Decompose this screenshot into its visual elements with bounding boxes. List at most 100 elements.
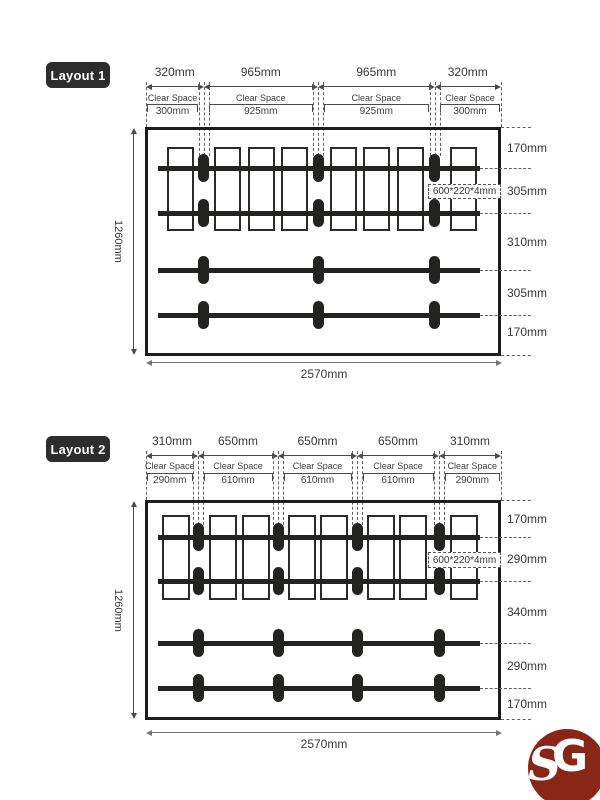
mounting-foot	[351, 523, 363, 551]
extension-dash-line	[357, 451, 358, 525]
bottom-dimension-label: 2570mm	[300, 367, 348, 381]
rail-leader-dash	[480, 643, 531, 644]
right-dimension-label: 310mm	[507, 234, 548, 249]
clear-space-bracket	[147, 473, 193, 481]
mounting-foot	[351, 674, 363, 702]
rail-leader-dash	[480, 168, 531, 169]
top-dimension-arrow-line	[444, 455, 496, 456]
right-dimension-label: 290mm	[507, 552, 548, 566]
top-dimension-label: 650mm	[377, 434, 418, 448]
solar-panel	[242, 515, 270, 600]
left-dimension-arrow-line	[133, 506, 134, 714]
mounting-rail	[158, 535, 480, 540]
top-dimension-arrow-line	[323, 86, 430, 87]
right-dimension-label: 305mm	[507, 285, 548, 300]
mounting-foot	[272, 674, 284, 702]
mounting-rail	[158, 686, 480, 691]
clear-space-value: 290mm	[153, 475, 187, 486]
extension-dash-line	[283, 451, 284, 525]
solar-panel	[330, 147, 357, 231]
clear-space-value: 925mm	[244, 106, 278, 117]
mounting-foot	[192, 567, 204, 595]
mounting-foot	[192, 523, 204, 551]
top-dimension-arrow-arrowhead-left	[318, 83, 324, 90]
solar-panel	[396, 147, 424, 231]
extension-dash-line	[203, 451, 204, 525]
solar-panel	[281, 147, 308, 231]
clear-space-label: Clear Space	[147, 93, 198, 103]
mounting-foot	[433, 674, 445, 702]
top-dimension-arrow-arrowhead-left	[146, 452, 152, 459]
solar-panel	[209, 515, 237, 600]
mounting-rail	[158, 579, 480, 584]
mounting-foot	[312, 199, 324, 227]
extension-dash-line	[318, 82, 319, 156]
solar-panel	[214, 147, 241, 231]
left-dimension-label: 1260mm	[112, 219, 124, 263]
top-dimension-arrow-line	[362, 455, 434, 456]
mounting-foot	[192, 674, 204, 702]
clear-space-value: 610mm	[381, 475, 415, 486]
left-dimension-arrow-arrowhead-up	[130, 128, 137, 134]
solar-panel	[320, 515, 348, 600]
mounting-foot	[433, 567, 445, 595]
mounting-foot	[312, 154, 324, 182]
extension-dash-line	[198, 451, 199, 525]
top-dimension-arrow-arrowhead-right	[495, 83, 501, 90]
top-dimension-arrow-line	[203, 455, 273, 456]
mounting-foot	[198, 154, 209, 182]
clear-space-value: 290mm	[455, 475, 489, 486]
solar-panel	[288, 515, 316, 600]
extension-dash-line	[193, 451, 194, 525]
top-dimension-arrow-line	[151, 86, 199, 87]
top-dimension-arrow-arrowhead-right	[428, 83, 435, 90]
top-dimension-label: 965mm	[240, 65, 281, 79]
rail-leader-dash	[480, 537, 531, 538]
mounting-foot	[192, 629, 204, 657]
top-dimension-label: 310mm	[151, 434, 192, 448]
solar-panel	[162, 515, 190, 600]
mounting-foot	[429, 154, 440, 182]
mounting-foot	[433, 629, 445, 657]
top-dimension-arrow-arrowhead-left	[146, 83, 152, 90]
edge-leader-dash	[501, 500, 531, 501]
clear-space-label: Clear Space	[351, 93, 402, 103]
rail-leader-dash	[480, 581, 531, 582]
top-dimension-arrow-arrowhead-left	[198, 452, 204, 459]
clear-space-label: Clear Space	[292, 461, 343, 471]
edge-leader-dash	[501, 719, 531, 720]
top-dimension-arrow-arrowhead-right	[312, 83, 318, 90]
roof-outline	[145, 500, 501, 720]
bottom-dimension-arrow-arrowhead-right	[496, 359, 502, 366]
top-dimension-arrow-line	[283, 455, 352, 456]
mounting-foot	[429, 301, 440, 329]
mounting-foot	[429, 199, 440, 227]
bottom-dimension-arrow-arrowhead-left	[146, 359, 152, 366]
right-dimension-label: 170mm	[507, 696, 548, 711]
top-dimension-label: 310mm	[449, 434, 490, 448]
edge-leader-dash	[501, 355, 531, 356]
top-dimension-arrow-arrowhead-left	[203, 83, 210, 90]
left-dimension-arrow-line	[133, 133, 134, 350]
bottom-dimension-arrow-line	[151, 732, 497, 733]
clear-space-value: 300mm	[453, 106, 487, 117]
mounting-foot	[272, 629, 284, 657]
mounting-foot	[198, 199, 209, 227]
top-dimension-label: 650mm	[217, 434, 258, 448]
foot-plate-size-label: 600*220*4mm	[428, 184, 501, 199]
clear-space-bracket	[147, 104, 198, 112]
edge-leader-dash	[501, 127, 531, 128]
roof-outline	[145, 127, 501, 356]
rail-leader-dash	[480, 213, 531, 214]
layout-badge: Layout 1	[46, 62, 110, 88]
extension-dash-line	[198, 82, 200, 156]
clear-space-bracket	[440, 104, 500, 112]
extension-dash-line	[429, 82, 431, 156]
mounting-foot	[198, 301, 209, 329]
extension-dash-line	[146, 82, 147, 127]
top-dimension-arrow-arrowhead-right	[197, 83, 204, 90]
extension-dash-line	[434, 451, 435, 525]
clear-space-value: 925mm	[359, 106, 393, 117]
left-dimension-arrow-arrowhead-down	[130, 349, 137, 355]
